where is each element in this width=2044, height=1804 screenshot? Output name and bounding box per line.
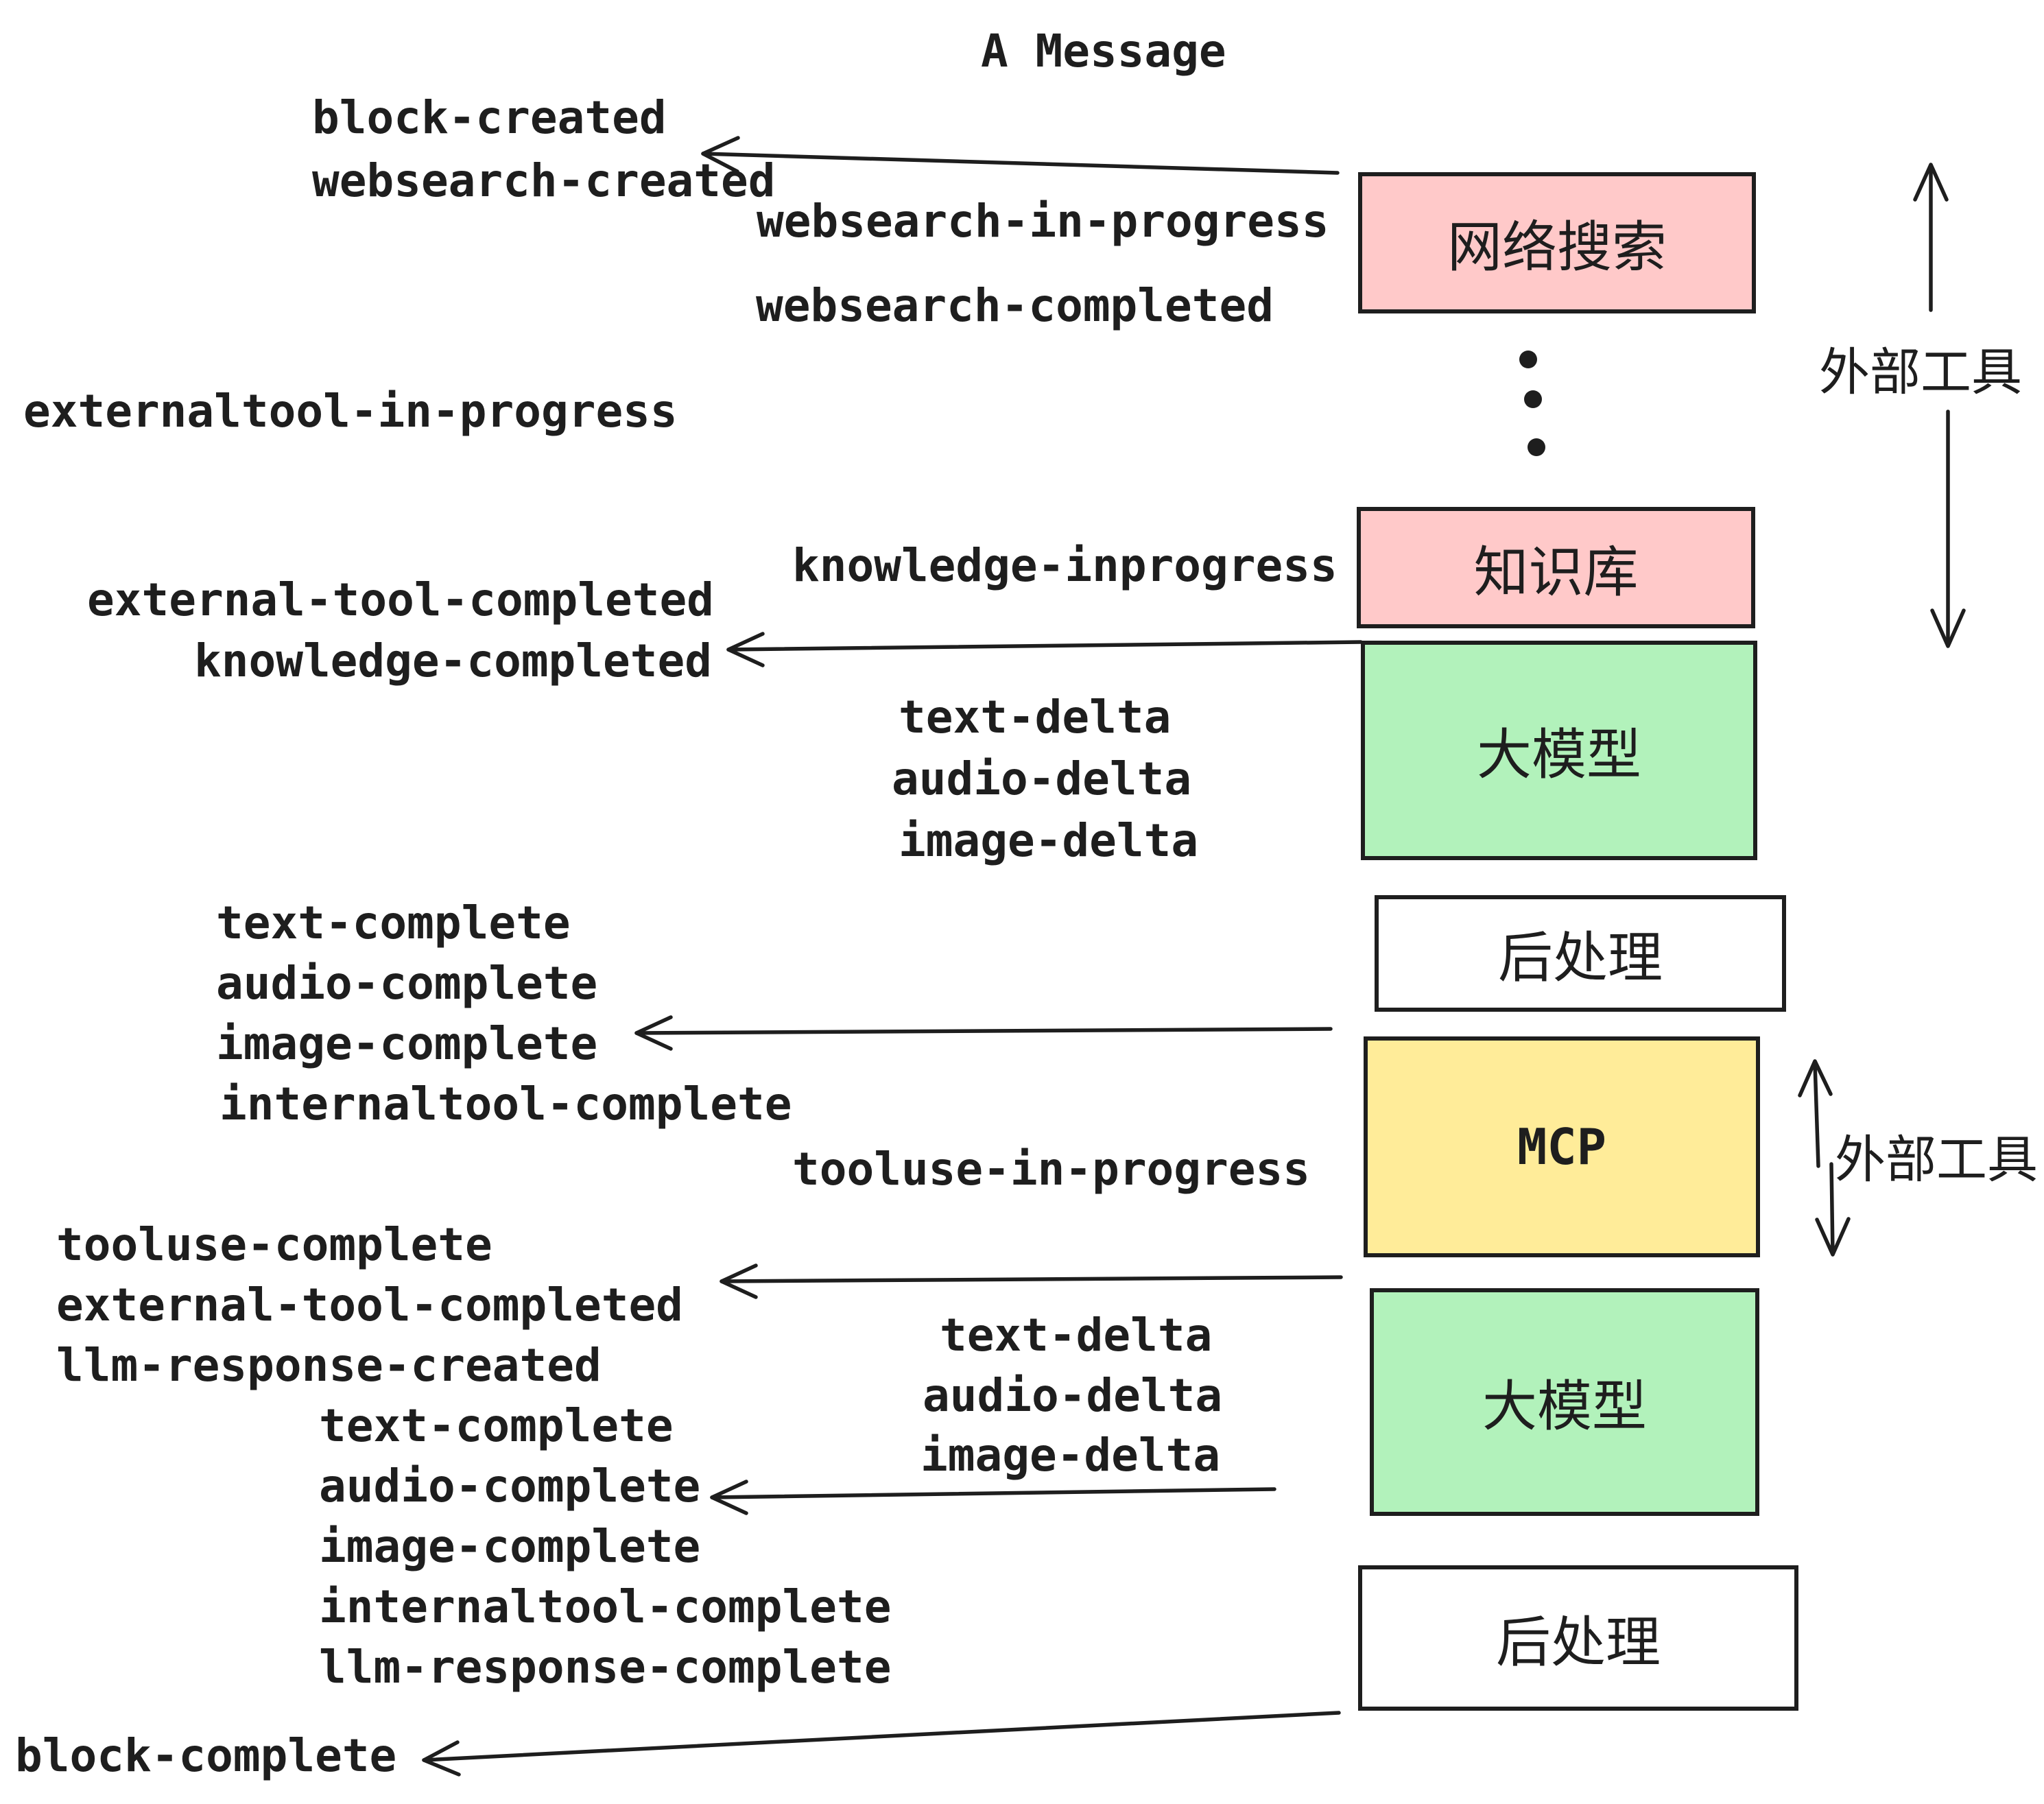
annotation-external-tools-mid: 外部工具	[1835, 1130, 2038, 1189]
event-label-internaltool-complete-1: internaltool-complete	[219, 1078, 792, 1130]
event-label-knowledge-completed: knowledge-completed	[194, 634, 712, 687]
event-label-image-delta-1: image-delta	[899, 814, 1199, 867]
box-postprocess-1-label: 后处理	[1498, 926, 1663, 990]
box-knowledge-base-label: 知识库	[1473, 540, 1639, 604]
box-postprocess-2-label: 后处理	[1496, 1611, 1661, 1674]
box-postprocess-2: 后处理	[1358, 1565, 1798, 1711]
event-label-audio-delta-1: audio-delta	[892, 752, 1192, 805]
event-label-websearch-in-progress: websearch-in-progress	[757, 195, 1329, 248]
box-llm-2: 大模型	[1370, 1288, 1759, 1516]
box-mcp: MCP	[1364, 1036, 1760, 1257]
external-tools-mid-up-arrow	[1798, 1059, 1833, 1168]
event-label-audio-complete-2: audio-complete	[319, 1460, 701, 1512]
event-label-text-delta-2: text-delta	[940, 1309, 1213, 1362]
box-knowledge-base: 知识库	[1357, 507, 1755, 628]
event-label-websearch-completed: websearch-completed	[756, 279, 1274, 332]
arrow-to-image-complete	[634, 1015, 1333, 1051]
box-mcp-label: MCP	[1517, 1118, 1607, 1176]
annotation-external-tools-top: 外部工具	[1819, 343, 2022, 402]
vertical-dots	[1519, 351, 1545, 456]
arrow-to-block-complete	[422, 1711, 1341, 1777]
event-label-image-delta-2: image-delta	[920, 1429, 1221, 1482]
arrow-to-external-tool-completed	[720, 1263, 1343, 1299]
event-label-text-complete-1: text-complete	[216, 897, 571, 949]
diagram-title: A Message	[981, 25, 1226, 78]
event-label-image-complete-1: image-complete	[216, 1017, 598, 1070]
box-websearch: 网络搜索	[1358, 172, 1756, 313]
event-label-text-complete-2: text-complete	[319, 1399, 674, 1452]
event-label-llm-response-created: llm-response-created	[56, 1339, 602, 1392]
event-label-websearch-created: websearch-created	[312, 154, 776, 207]
box-llm-1: 大模型	[1361, 641, 1757, 860]
event-label-external-tool-completed-1: external-tool-completed	[87, 573, 714, 626]
arrow-to-block-created	[701, 136, 1340, 175]
box-llm-2-label: 大模型	[1482, 1375, 1647, 1438]
event-label-block-complete: block-complete	[15, 1729, 397, 1782]
event-label-audio-complete-1: audio-complete	[216, 957, 598, 1010]
external-tools-top-up-arrow	[1913, 163, 1949, 312]
event-label-internaltool-complete-2: internaltool-complete	[319, 1580, 892, 1633]
event-label-image-complete-2: image-complete	[319, 1520, 701, 1573]
event-label-external-tool-completed-2: external-tool-completed	[56, 1279, 683, 1331]
box-websearch-label: 网络搜索	[1447, 215, 1667, 279]
event-label-tooluse-complete: tooluse-complete	[56, 1218, 492, 1271]
external-tools-top-down-arrow	[1930, 410, 1966, 648]
event-label-audio-delta-2: audio-delta	[923, 1369, 1223, 1422]
event-label-knowledge-inprogress: knowledge-inprogress	[792, 539, 1338, 592]
arrow-to-knowledge-completed	[726, 632, 1363, 667]
box-postprocess-1: 后处理	[1375, 895, 1786, 1012]
event-label-llm-response-complete: llm-response-complete	[319, 1641, 892, 1694]
box-llm-1-label: 大模型	[1477, 723, 1641, 787]
event-label-tooluse-in-progress: tooluse-in-progress	[792, 1143, 1310, 1196]
event-label-block-created: block-created	[312, 91, 667, 144]
event-label-externaltool-in-progress: externaltool-in-progress	[23, 385, 678, 438]
event-label-text-delta-1: text-delta	[899, 691, 1172, 744]
arrow-to-audio-complete	[710, 1480, 1276, 1515]
